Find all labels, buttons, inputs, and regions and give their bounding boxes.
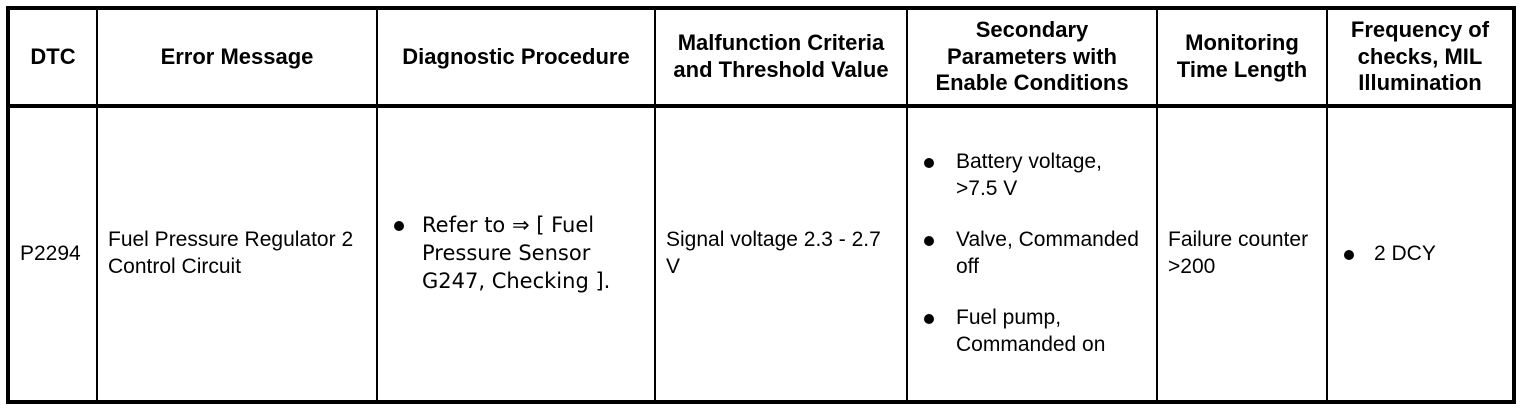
column-header-malfunction-criteria: Malfunction Criteria and Threshold Value — [655, 8, 908, 108]
cell-secondary-parameters: Battery voltage, >7.5 V Valve, Commanded… — [907, 106, 1158, 402]
dtc-diagnostic-table: DTC Error Message Diagnostic Procedure M… — [6, 6, 1516, 404]
bullet-icon — [394, 221, 404, 232]
table-body: P2294 Fuel Pressure Regulator 2 Control … — [8, 106, 1514, 402]
column-header-error-message: Error Message — [97, 8, 378, 108]
list-item: Fuel pump, Commanded on — [918, 305, 1146, 359]
list-item: Refer to ⇒ [ Fuel Pressure Sensor G247, … — [388, 212, 644, 296]
column-header-secondary-parameters: Secondary Parameters with Enable Conditi… — [907, 8, 1158, 108]
diagnostic-procedure-list: Refer to ⇒ [ Fuel Pressure Sensor G247, … — [388, 212, 644, 296]
cell-monitoring-time-length: Failure counter >200 — [1157, 106, 1328, 402]
bullet-icon — [924, 236, 934, 247]
list-item-label: Valve, Commanded off — [956, 228, 1139, 278]
cell-malfunction-criteria: Signal voltage 2.3 - 2.7 V — [655, 106, 908, 402]
table-header: DTC Error Message Diagnostic Procedure M… — [8, 8, 1514, 108]
secondary-parameters-list: Battery voltage, >7.5 V Valve, Commanded… — [918, 149, 1146, 358]
cell-error-message: Fuel Pressure Regulator 2 Control Circui… — [97, 106, 378, 402]
bullet-icon — [924, 313, 934, 324]
bullet-icon — [924, 158, 934, 169]
cell-diagnostic-procedure: Refer to ⇒ [ Fuel Pressure Sensor G247, … — [377, 106, 656, 402]
table-row: P2294 Fuel Pressure Regulator 2 Control … — [8, 106, 1514, 402]
column-header-frequency-mil: Frequency of checks, MIL Illumination — [1327, 8, 1514, 108]
frequency-mil-list: 2 DCY — [1338, 241, 1502, 268]
list-item: 2 DCY — [1338, 241, 1502, 268]
list-item-label: Fuel pump, Commanded on — [956, 305, 1106, 356]
column-header-dtc: DTC — [8, 8, 98, 108]
header-row: DTC Error Message Diagnostic Procedure M… — [8, 8, 1514, 108]
list-item-label: Battery voltage, >7.5 V — [956, 150, 1102, 201]
list-item-label: 2 DCY — [1374, 241, 1436, 265]
cell-dtc: P2294 — [8, 106, 98, 402]
list-item: Valve, Commanded off — [918, 227, 1146, 281]
list-item: Battery voltage, >7.5 V — [918, 149, 1146, 203]
list-item-label: Refer to ⇒ [ Fuel Pressure Sensor G247, … — [422, 213, 611, 293]
bullet-icon — [1344, 249, 1354, 260]
cell-frequency-mil: 2 DCY — [1327, 106, 1514, 402]
column-header-diagnostic-procedure: Diagnostic Procedure — [377, 8, 656, 108]
column-header-monitoring-time-length: Monitoring Time Length — [1157, 8, 1328, 108]
